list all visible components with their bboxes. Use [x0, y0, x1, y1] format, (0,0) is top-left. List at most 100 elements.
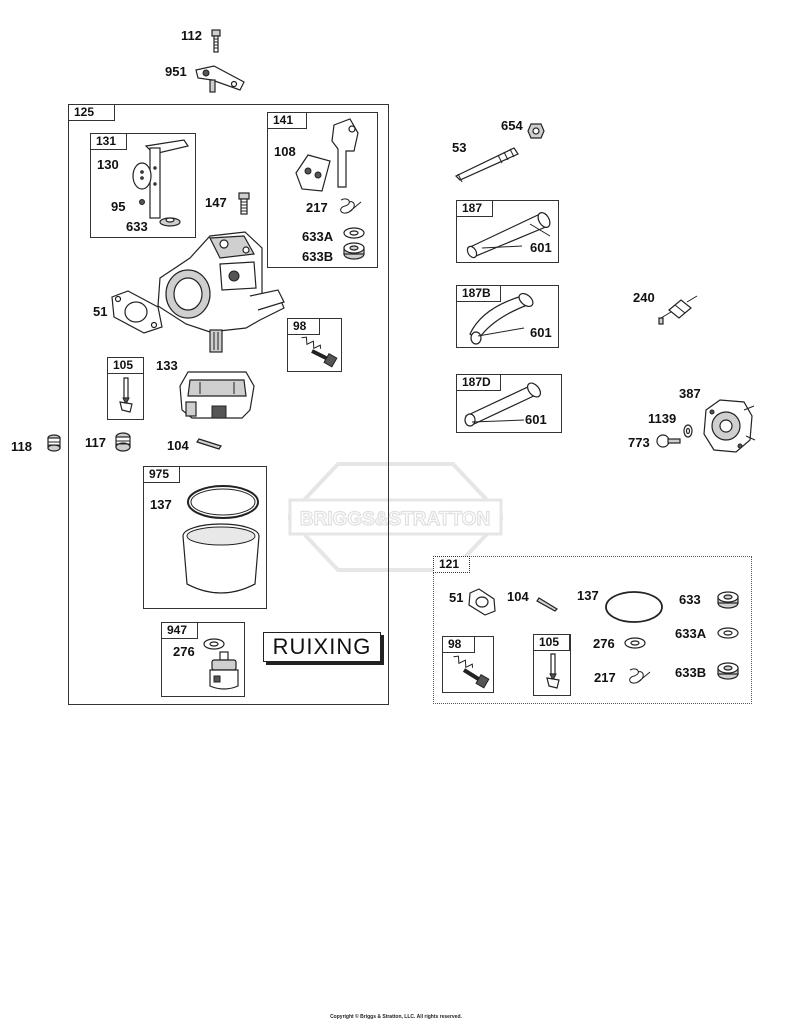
- seal-633B-icon: [343, 242, 365, 260]
- label-112: 112: [181, 28, 202, 43]
- idle-screw-98-kit-icon: [453, 655, 490, 689]
- fuel-line-box-187D: 187D: [456, 374, 562, 433]
- label-773: 773: [628, 435, 650, 450]
- label-217-kit: 217: [594, 670, 616, 685]
- label-95: 95: [111, 199, 126, 214]
- label-187: 187: [456, 200, 493, 217]
- label-633B-carb: 633B: [302, 249, 334, 264]
- label-240: 240: [633, 290, 655, 305]
- label-276-kit: 276: [593, 636, 615, 651]
- throttle-shaft-icon: [132, 139, 189, 227]
- jet-117-icon: [115, 432, 131, 452]
- washer-633A-kit-icon: [717, 627, 739, 639]
- carburetor-assembly-box-125: 125: [68, 104, 389, 705]
- spring-217-kit-icon: [629, 668, 651, 684]
- label-118: 118: [11, 439, 32, 454]
- gasket-51-icon: [111, 290, 163, 334]
- float-bowl-icon: [182, 523, 260, 594]
- label-104-kit: 104: [507, 589, 529, 604]
- plug-118-icon: [47, 434, 61, 452]
- label-131: 131: [90, 133, 127, 150]
- spring-217-icon: [340, 198, 362, 214]
- needle-valve-105-icon: [119, 377, 133, 413]
- label-98-kit: 98: [442, 636, 475, 653]
- solenoid-icon: [209, 651, 239, 690]
- label-117: 117: [85, 435, 106, 450]
- needle-valve-kit-box-105: 105: [533, 634, 571, 696]
- screw-112-icon: [211, 29, 221, 53]
- fuel-pump-387-icon: [703, 399, 756, 453]
- label-147: 147: [205, 195, 227, 210]
- pin-104-icon: [196, 438, 222, 450]
- label-633B-kit: 633B: [675, 665, 707, 680]
- label-633-kit: 633: [679, 592, 701, 607]
- fuel-line-187B-icon: [469, 292, 534, 345]
- overhaul-kit-box-121: 121: [433, 556, 752, 704]
- label-276-carb: 276: [173, 644, 195, 659]
- label-187B: 187B: [456, 285, 501, 302]
- o-ring-137-kit-icon: [605, 591, 663, 623]
- label-108: 108: [274, 144, 296, 159]
- label-105-kit: 105: [533, 634, 570, 651]
- label-51-kit: 51: [449, 590, 464, 605]
- watermark-text: BRIGGS&STRATTON: [300, 509, 490, 530]
- label-104-carb: 104: [167, 438, 189, 453]
- label-633A-carb: 633A: [302, 229, 334, 244]
- float-133-icon: [179, 371, 255, 419]
- washer-1139-icon: [683, 424, 693, 438]
- fuel-line-box-187B: 187B: [456, 285, 559, 348]
- carburetor-body-icon: [157, 231, 285, 353]
- float-bowl-kit-box-975: 975: [143, 466, 267, 609]
- washer-633A-icon: [343, 227, 365, 239]
- fuel-line-187-icon: [466, 212, 551, 259]
- label-387: 387: [679, 386, 701, 401]
- label-125: 125: [68, 104, 115, 121]
- label-601-b: 601: [530, 325, 552, 340]
- label-947: 947: [161, 622, 198, 639]
- label-601-a: 601: [530, 240, 552, 255]
- o-ring-137-icon: [187, 485, 259, 519]
- label-217-carb: 217: [306, 200, 328, 215]
- watermark-logo: BRIGGS&STRATTON: [288, 462, 503, 572]
- screw-773-icon: [656, 434, 681, 448]
- label-601-c: 601: [525, 412, 547, 427]
- fuel-line-box-187: 187: [456, 200, 559, 263]
- washer-276-icon: [203, 638, 225, 650]
- gasket-51-kit-icon: [468, 588, 496, 616]
- fuel-line-187D-icon: [464, 382, 542, 427]
- needle-valve-105-kit-icon: [546, 653, 560, 689]
- label-633-carb: 633: [126, 219, 148, 234]
- nut-654-icon: [527, 123, 545, 139]
- label-951: 951: [165, 64, 187, 79]
- label-654: 654: [501, 118, 523, 133]
- label-133: 133: [156, 358, 178, 373]
- seal-633-kit-icon: [717, 591, 739, 609]
- label-633A-kit: 633A: [675, 626, 707, 641]
- fuel-filter-240-icon: [658, 295, 698, 325]
- label-105-carb: 105: [107, 357, 144, 374]
- label-137-kit: 137: [577, 588, 599, 603]
- ruixing-stamp: RUIXING: [263, 632, 381, 662]
- copyright-notice: Copyright © Briggs & Stratton, LLC. All …: [330, 1014, 462, 1020]
- choke-plate-icon: [295, 118, 359, 192]
- stud-53-icon: [454, 147, 519, 183]
- fuel-solenoid-box-947: 947: [161, 622, 245, 697]
- label-141: 141: [267, 112, 307, 129]
- idle-screw-box-98: 98: [287, 318, 342, 372]
- label-121: 121: [433, 556, 470, 573]
- seal-633B-kit-icon: [717, 662, 739, 680]
- pin-104-kit-icon: [536, 597, 558, 612]
- label-187D: 187D: [456, 374, 501, 391]
- choke-kit-box-141: 141: [267, 112, 378, 268]
- idle-screw-kit-box-98: 98: [442, 636, 494, 693]
- label-51-carb: 51: [93, 304, 108, 319]
- label-130: 130: [97, 157, 119, 172]
- label-98-carb: 98: [287, 318, 320, 335]
- label-1139: 1139: [648, 411, 677, 426]
- bracket-951-icon: [195, 65, 245, 93]
- washer-276-kit-icon: [624, 637, 646, 649]
- label-975: 975: [143, 466, 180, 483]
- screw-147-icon: [238, 192, 250, 215]
- throttle-shaft-kit-box-131: 131: [90, 133, 196, 238]
- idle-screw-98-icon: [301, 336, 338, 368]
